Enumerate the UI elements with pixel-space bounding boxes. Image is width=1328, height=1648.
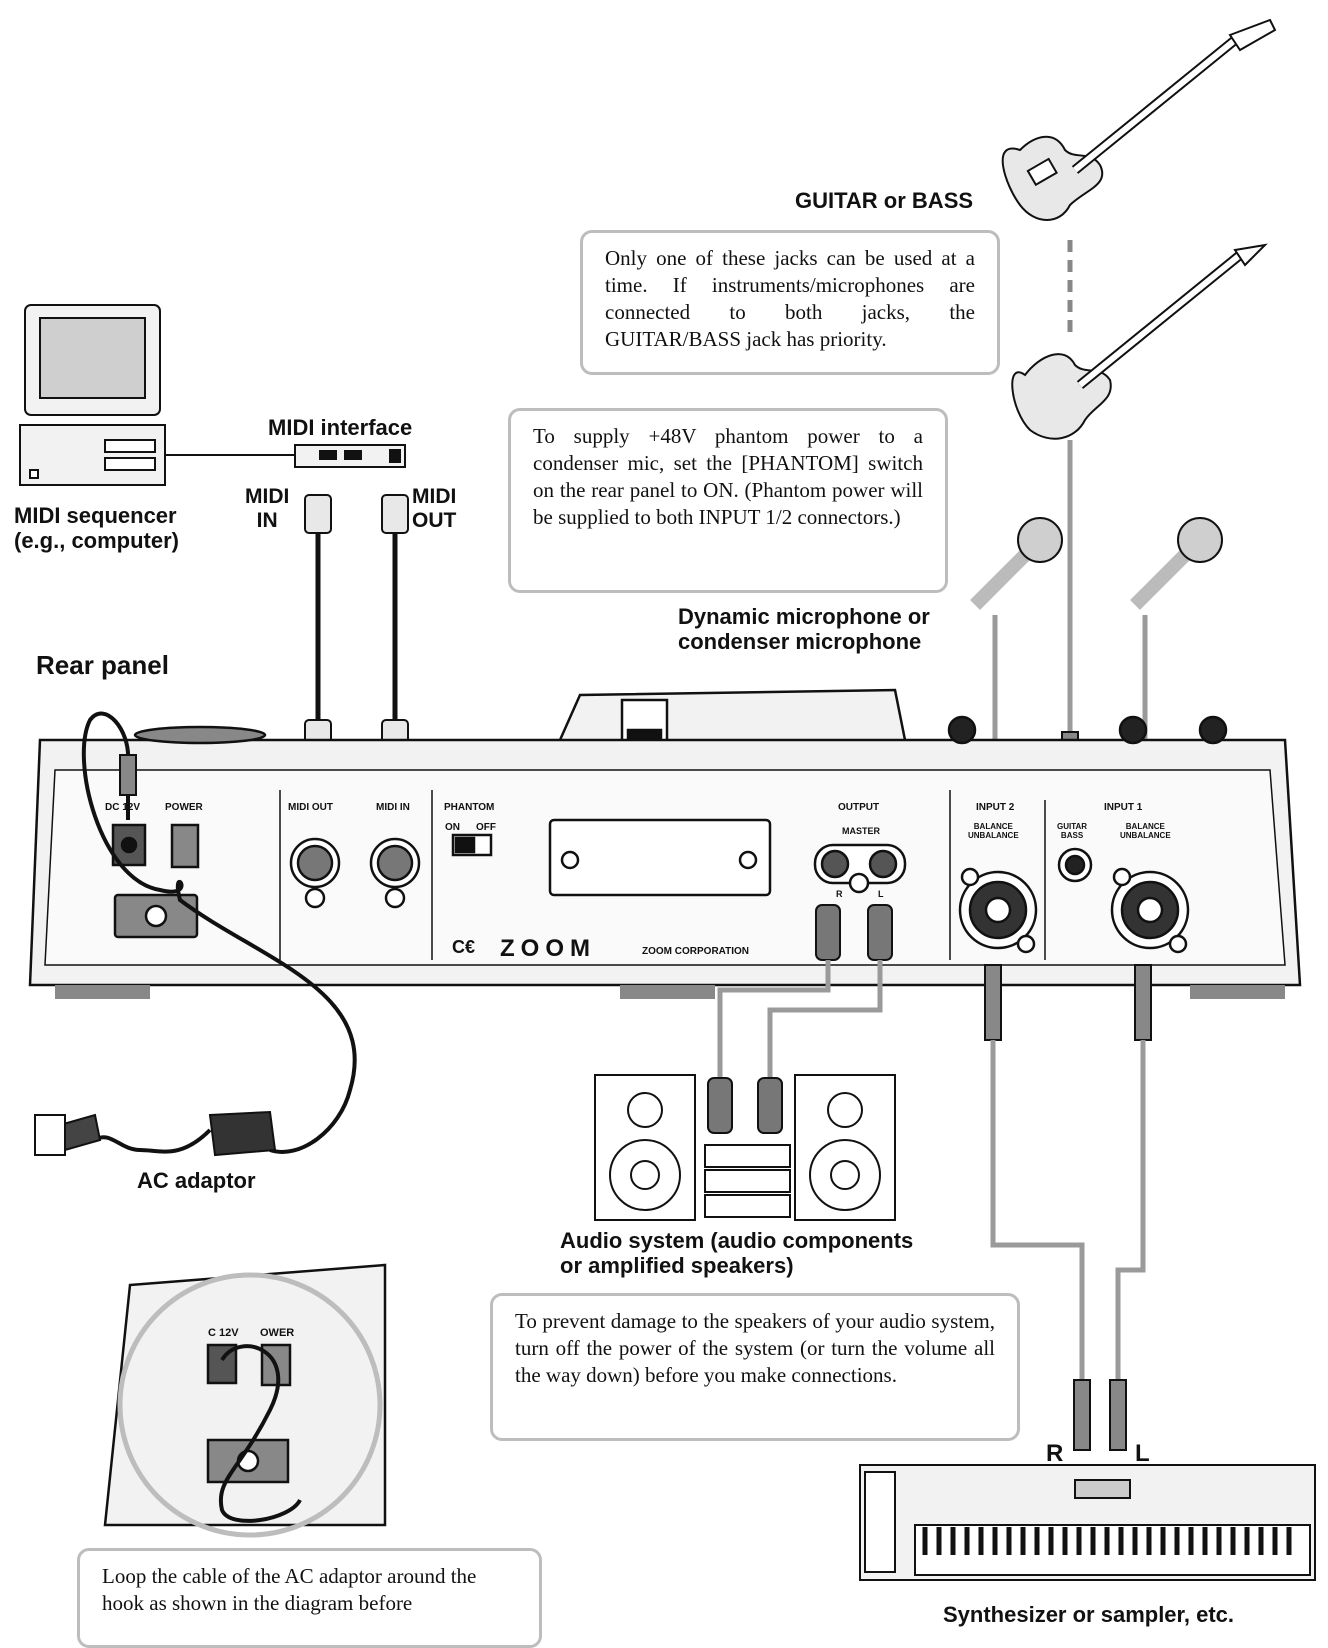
panel-power-label: POWER [165,802,203,813]
ac-adaptor-label: AC adaptor [137,1168,256,1193]
bass-guitar-illustration [1001,18,1277,221]
panel-input2-label: INPUT 2 [976,802,1015,813]
panel-balance-1-label: BALANCE UNBALANCE [1120,822,1171,840]
midi-plugs-top [304,494,409,534]
audio-system-illustration [594,1074,896,1221]
panel-dc12v-label: DC 12V [105,802,141,813]
synth-r-label: R [1046,1440,1064,1467]
rear-panel-unit [28,688,1302,999]
ac-adaptor-plug [119,754,137,796]
inset-dc12v-label: C 12V [208,1327,239,1339]
audio-system-label: Audio system (audio components or amplif… [560,1228,914,1279]
panel-l-label: L [878,889,884,899]
panel-midi-out-label: MIDI OUT [288,802,333,813]
panel-input1-label: INPUT 1 [1104,802,1143,813]
panel-r-label: R [836,889,843,899]
synthesizer-illustration [859,1464,1316,1581]
guitar-or-bass-label: GUITAR or BASS [795,188,974,213]
panel-brand-logo: ZOOM [500,935,596,962]
ac-adaptor-cable [81,711,357,1154]
loop-cable-note: Loop the cable of the AC adaptor around … [77,1548,542,1648]
computer-illustration [19,304,166,486]
midi-interface-illustration [294,444,406,468]
panel-corporation-label: ZOOM CORPORATION [642,946,750,957]
jack-priority-note: Only one of these jacks can be used at a… [580,230,1000,375]
synthesizer-label: Synthesizer or sampler, etc. [943,1602,1235,1627]
synth-l-label: L [1135,1440,1150,1467]
rear-panel-label: Rear panel [36,650,169,680]
panel-balance-2-label: BALANCE UNBALANCE [968,822,1019,840]
panel-guitar-bass-label: GUITAR BASS [1057,822,1088,840]
synth-cables [984,964,1152,1451]
panel-on-label: ON [445,822,460,833]
inset-illustration [103,1263,387,1538]
ac-adaptor-illustration [34,1110,277,1157]
panel-ce-mark: C€ [452,937,476,957]
panel-master-label: MASTER [842,826,880,836]
panel-midi-in-label: MIDI IN [376,802,410,813]
panel-off-label: OFF [476,822,496,833]
output-rca-cables [707,904,893,1134]
inset-power-label: OWER [260,1327,295,1339]
panel-output-label: OUTPUT [838,802,880,813]
midi-interface-label: MIDI interface [268,415,413,440]
synthesizer-keys [922,1527,1292,1555]
electric-guitar-illustration [1011,243,1268,440]
midi-out-label: MIDI OUT [412,485,457,533]
phantom-power-note: To supply +48V phantom power to a conden… [508,408,948,593]
panel-phantom-label: PHANTOM [444,802,495,813]
microphone-input2-illustration [970,517,1063,771]
dynamic-mic-label: Dynamic microphone or condenser micropho… [678,604,930,655]
speaker-damage-note: To prevent damage to the speakers of you… [490,1293,1020,1441]
midi-sequencer-label: MIDI sequencer (e.g., computer) [14,503,180,554]
midi-in-label: MIDI IN [245,485,290,533]
